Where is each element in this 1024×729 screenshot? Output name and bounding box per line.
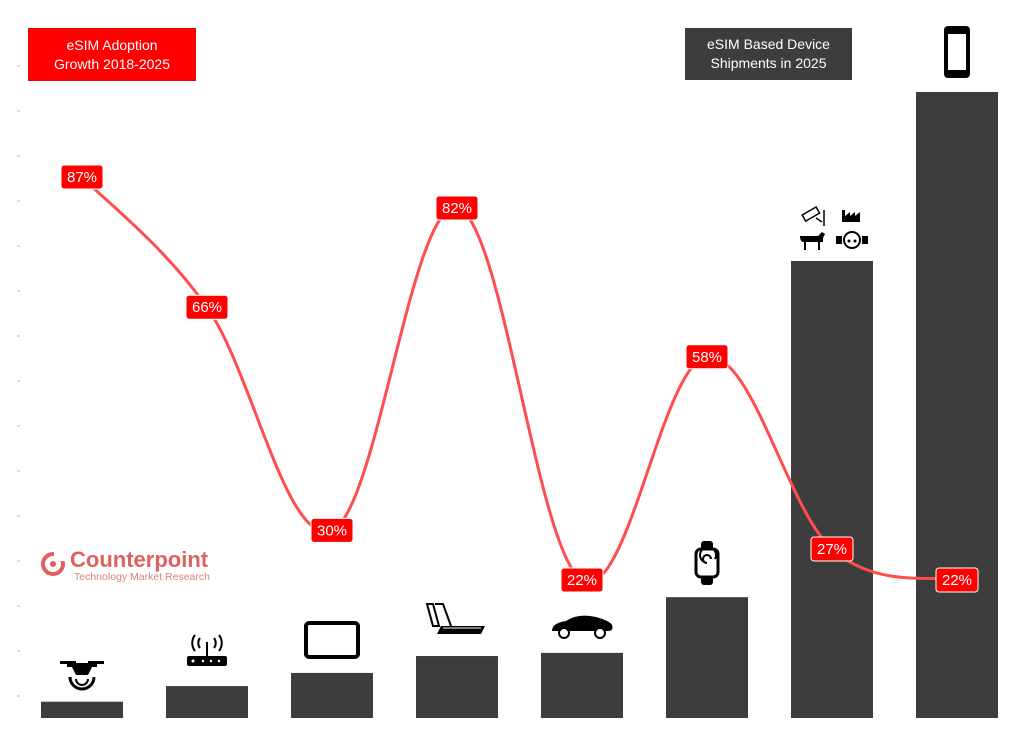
router-icon <box>187 634 227 666</box>
shipment-bar <box>416 656 498 718</box>
data-label-text: 22% <box>567 572 597 589</box>
drone-icon <box>60 661 104 691</box>
tablet-icon <box>304 621 360 659</box>
logo-tagline: Technology Market Research <box>74 571 210 583</box>
data-label-text: 66% <box>192 299 222 316</box>
shipment-bar <box>166 686 248 718</box>
shipment-bar <box>791 261 873 718</box>
laptop-icon <box>425 603 485 634</box>
data-label: 30% <box>310 517 354 543</box>
data-label-text: 58% <box>692 349 722 366</box>
adoption-growth-line <box>80 175 958 584</box>
data-label: 82% <box>435 195 479 221</box>
data-label: 27% <box>810 536 854 562</box>
shipment-bar <box>291 672 373 718</box>
shipment-bar <box>41 701 123 718</box>
logo-name: Counterpoint <box>70 547 209 572</box>
data-label: 66% <box>185 294 229 320</box>
iot-icon <box>800 206 868 250</box>
device-shipments-title: eSIM Based Device Shipments in 2025 <box>685 28 852 80</box>
smartphone-icon <box>944 26 970 78</box>
car-icon <box>552 615 613 639</box>
counterpoint-logo-icon <box>41 551 66 576</box>
data-label-text: 30% <box>317 522 347 539</box>
adoption-growth-title: eSIM Adoption Growth 2018-2025 <box>28 28 196 81</box>
shipment-bar <box>541 652 623 718</box>
data-label-text: 87% <box>67 169 97 186</box>
data-label-text: 82% <box>442 200 472 217</box>
data-label: 22% <box>560 567 604 593</box>
data-label-text: 27% <box>817 541 847 558</box>
data-label-text: 22% <box>942 572 972 589</box>
data-label: 58% <box>685 344 729 370</box>
data-label: 22% <box>935 567 979 593</box>
shipment-bar <box>916 92 998 718</box>
smartwatch-icon <box>694 541 720 585</box>
shipment-bar <box>666 597 748 718</box>
data-label: 87% <box>60 164 104 190</box>
